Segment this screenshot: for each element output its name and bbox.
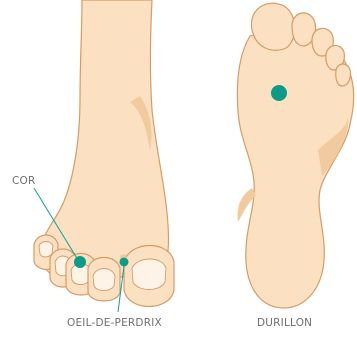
sole-toe-5 (336, 64, 351, 86)
toenail-2 (93, 269, 115, 291)
label-oeil-de-perdrix: OEIL-DE-PERDRIX (67, 318, 162, 329)
durillon-marker (271, 85, 287, 101)
sole-toe-1 (251, 3, 294, 50)
label-durillon: DURILLON (257, 318, 312, 329)
foot-sole-view (237, 3, 353, 308)
oeil-de-perdrix-marker (120, 258, 129, 267)
toenail-5 (39, 242, 53, 258)
cor-marker (74, 256, 86, 268)
foot-top-view (34, 0, 174, 307)
label-cor: COR (12, 176, 36, 187)
toenail-1 (132, 259, 166, 290)
